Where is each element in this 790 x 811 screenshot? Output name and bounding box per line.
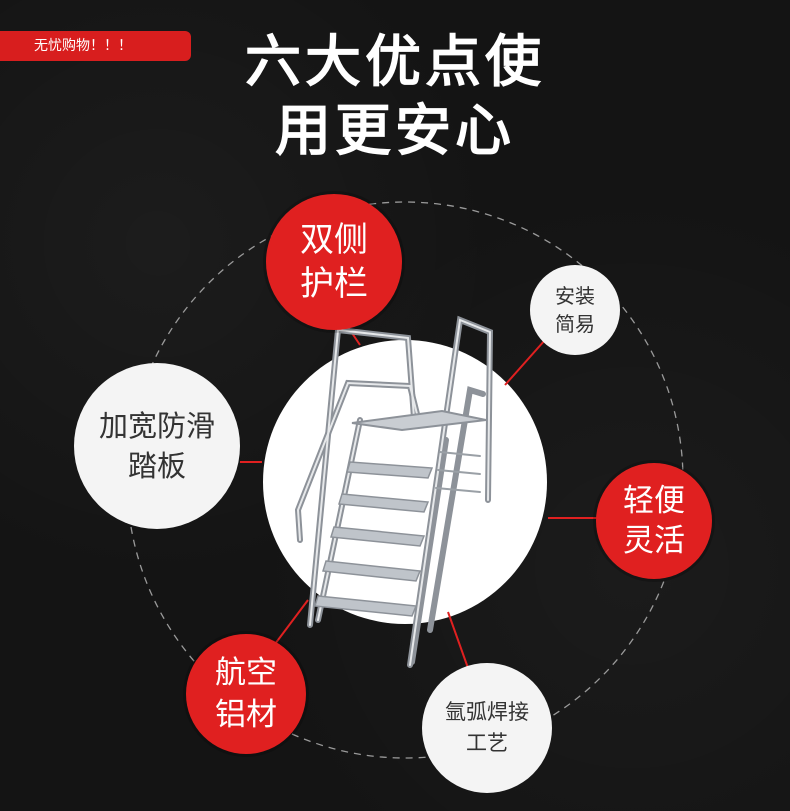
feature-guardrail-line-2: 护栏: [300, 264, 368, 304]
feature-aluminum-line-1: 航空: [215, 655, 277, 691]
feature-guardrail-line-1: 双侧: [300, 220, 368, 260]
feature-welding: 氩弧焊接 工艺: [422, 663, 552, 793]
feature-portable-line-1: 轻便: [623, 483, 685, 519]
feature-portable-line-2: 灵活: [623, 523, 685, 559]
feature-tread-line-2: 踏板: [127, 449, 186, 483]
feature-aluminum-line-2: 铝材: [215, 697, 277, 733]
center-disc: [263, 340, 547, 624]
headline-line-2: 用更安心: [275, 99, 515, 164]
feature-portable: 轻便 灵活: [596, 463, 712, 579]
feature-welding-line-2: 工艺: [466, 731, 508, 755]
ladder-illustration: [294, 315, 494, 668]
feature-aluminum: 航空 铝材: [186, 634, 306, 754]
promo-tag: 无忧购物！！！: [0, 31, 191, 61]
feature-install: 安装 简易: [530, 265, 620, 355]
feature-welding-line-1: 氩弧焊接: [445, 700, 529, 724]
headline-line-1: 六大优点使: [245, 30, 545, 95]
feature-install-line-2: 简易: [555, 312, 595, 336]
feature-guardrail: 双侧 护栏: [266, 194, 402, 330]
feature-tread-line-1: 加宽防滑: [98, 409, 215, 443]
feature-install-line-1: 安装: [555, 284, 595, 308]
feature-tread: 加宽防滑 踏板: [74, 363, 240, 529]
